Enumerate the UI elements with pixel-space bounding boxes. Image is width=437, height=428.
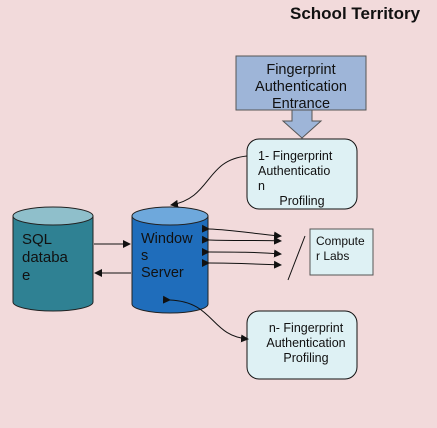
profiling-node-first xyxy=(246,138,358,210)
computer-labs-label: Compute r Labs xyxy=(316,234,368,264)
profiling-last-line-3: Profiling xyxy=(283,351,329,365)
entrance-box xyxy=(235,55,367,111)
computer-labs-line-2: r Labs xyxy=(316,249,350,263)
profiling-first-line-4: Profiling xyxy=(279,194,325,208)
computer-labs-line-1: Compute xyxy=(316,234,365,248)
connector-server-to-profiling-last xyxy=(162,295,249,343)
profiling-last-line-1: n- Fingerprint xyxy=(268,321,344,335)
windows-server-line-3: Server xyxy=(141,265,184,281)
server-to-labs-arrows xyxy=(201,224,282,269)
computer-labs-node xyxy=(309,228,374,276)
sql-database-cylinder xyxy=(12,206,94,312)
windows-server-line-2: s xyxy=(141,248,149,264)
entrance-down-arrow xyxy=(281,109,323,139)
profiling-last-label: n- Fingerprint Authentication Profiling xyxy=(252,321,360,366)
profiling-first-label: 1- Fingerprint Authenticatio n Profiling xyxy=(258,149,346,209)
profiling-node-last xyxy=(246,310,358,380)
profiling-first-line-3: n xyxy=(258,179,265,193)
sql-database-line-1: SQL xyxy=(22,231,53,248)
profiling-last-line-2: Authentication xyxy=(266,336,346,350)
profiling-first-line-2: Authenticatio xyxy=(258,164,331,178)
windows-server-label: Window s Server xyxy=(141,231,207,282)
profiling-first-line-1: 1- Fingerprint xyxy=(258,149,333,163)
windows-server-line-1: Window xyxy=(141,231,193,247)
page-title: School Territory xyxy=(290,4,421,23)
sql-database-label: SQL databa e xyxy=(22,231,88,285)
sql-database-line-3: e xyxy=(22,267,31,284)
entrance-label-line-2: Authentication xyxy=(255,79,347,95)
entrance-label-line-3: Entrance xyxy=(271,96,331,112)
sql-database-line-2: databa xyxy=(22,249,68,266)
entrance-label-line-1: Fingerprint xyxy=(266,62,336,78)
labs-divider-line xyxy=(287,235,306,281)
connector-profiling-first-to-server xyxy=(170,155,248,208)
entrance-label: Fingerprint Authentication Entrance xyxy=(238,62,364,113)
